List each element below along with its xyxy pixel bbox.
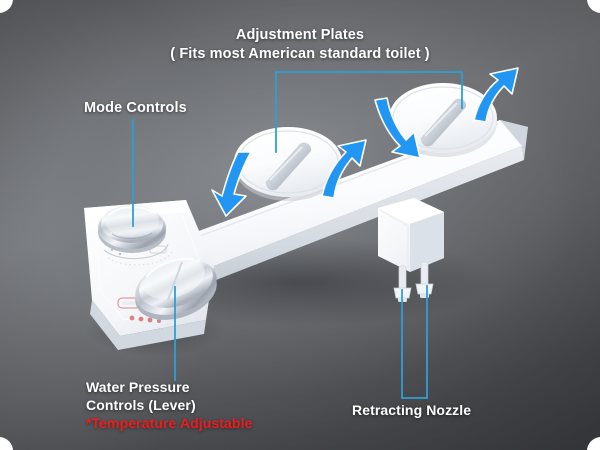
label-water-pressure-line1: Water Pressure [86, 379, 190, 395]
label-mode-controls: Mode Controls [84, 99, 187, 118]
label-temperature-adjustable: *Temperature Adjustable [86, 414, 253, 431]
label-adjustment-plates-line1: Adjustment Plates [235, 27, 365, 43]
label-mode-controls-line1: Mode Controls [84, 100, 187, 116]
frame-corner-bottom-right [587, 437, 600, 450]
label-water-pressure-line2: Controls (Lever) [86, 396, 196, 413]
label-water-pressure-controls: Water Pressure Controls (Lever) *Tempera… [86, 379, 252, 433]
label-retracting-nozzle: Retracting Nozzle [352, 402, 471, 420]
label-adjustment-plates: Adjustment Plates ( Fits most American s… [170, 26, 429, 63]
label-retracting-nozzle-line1: Retracting Nozzle [352, 402, 472, 418]
label-adjustment-plates-line2: ( Fits most American standard toilet ) [170, 45, 430, 62]
